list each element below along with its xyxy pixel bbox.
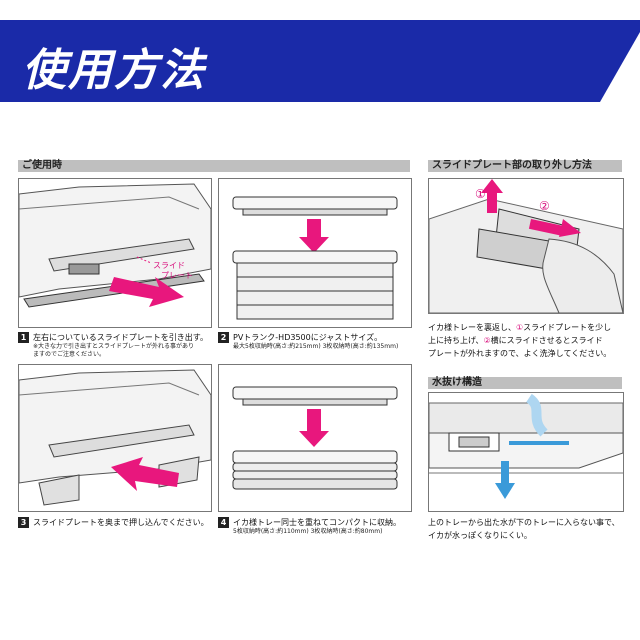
stacked-trays-illustration: [232, 196, 398, 320]
banner-shape: [0, 20, 640, 102]
panel-step2-illustration: [218, 178, 412, 328]
tray-push-in-illustration: [19, 369, 211, 506]
drain-structure-illustration: [429, 393, 623, 499]
nested-trays-illustration: [232, 386, 398, 490]
panel-step3-illustration: [18, 364, 212, 512]
title-banner: 使用方法: [0, 20, 640, 102]
marker-1: ①: [475, 187, 486, 201]
tray-slide-out-illustration: [19, 183, 211, 308]
step-number: 2: [218, 332, 229, 343]
marker-2: ②: [539, 199, 550, 213]
panel-step1-illustration: スライド プレート: [18, 178, 212, 328]
slide-plate-callout: スライド プレート: [153, 261, 193, 280]
removal-instructions: イカ様トレーを裏返し、①スライドプレートを少し 上に持ち上げ、②横にスライドさせ…: [428, 323, 612, 358]
section-header-usage: ご使用時: [18, 160, 410, 172]
step-number: 3: [18, 517, 29, 528]
drain-description: 上のトレーから出た水が下のトレーに入らない事で、 イカが水っぽくなりにくい。: [428, 518, 620, 540]
panel-removal-illustration: ① ②: [428, 178, 624, 314]
page-title: 使用方法: [22, 45, 206, 96]
panel-step4-illustration: [218, 364, 412, 512]
step-number: 4: [218, 517, 229, 528]
panel-drain-illustration: [428, 392, 624, 512]
step-number: 1: [18, 332, 29, 343]
plate-removal-illustration: [429, 179, 623, 313]
section-header-removal: スライドプレート部の取り外し方法: [428, 160, 622, 172]
section-header-drain: 水抜け構造: [428, 377, 622, 389]
